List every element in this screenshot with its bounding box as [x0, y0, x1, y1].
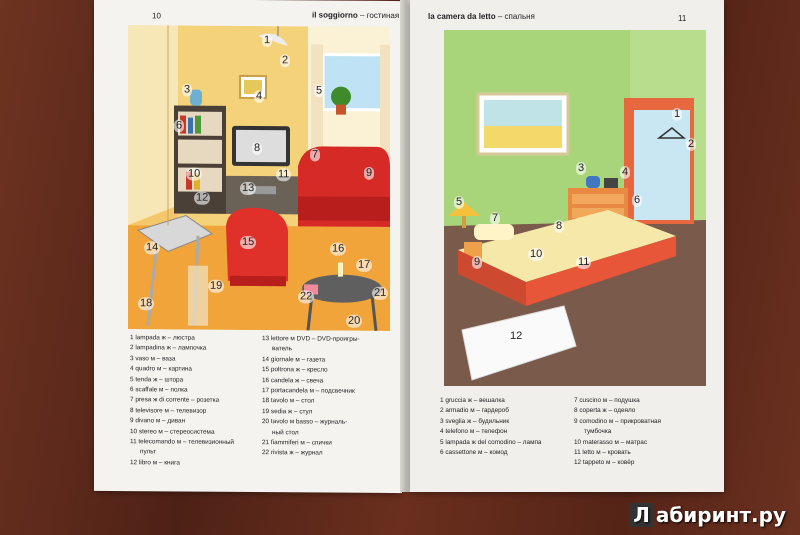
living-room-label: 19	[208, 279, 225, 293]
living-room-label: 5	[314, 84, 325, 98]
living-room-label: 16	[330, 242, 347, 256]
legend-entry: 20 tavolo м basso – журналь-	[262, 418, 348, 426]
living-room-label: 21	[372, 286, 389, 300]
bedroom-label: 4	[620, 166, 631, 179]
right-page-title: la camera da letto – спальня	[428, 12, 535, 21]
legend-entry: 12 tappeto м – ковёр	[574, 459, 635, 467]
legend-entry: 18 tavolo м – стол	[262, 397, 315, 405]
living-room-label: 12	[194, 191, 211, 205]
bedroom-label: 1	[672, 108, 683, 121]
living-room-label: 2	[280, 54, 291, 68]
legend-entry: 22 rivista ж – журнал	[262, 449, 323, 457]
bedroom-label: 2	[686, 138, 697, 151]
legend-entry: пульт	[140, 448, 157, 456]
living-room-label: 3	[182, 83, 193, 97]
living-room-label: 7	[310, 148, 321, 162]
bedroom-label: 5	[454, 196, 465, 209]
legend-entry: 15 poltrona ж – кресло	[262, 366, 328, 374]
labirint-logo: Л	[629, 503, 654, 527]
legend-entry: 6 cassettone м – комод	[440, 449, 508, 457]
legend-entry: 10 materasso м – матрас	[574, 438, 648, 446]
left-page-title: il soggiorno – гостиная	[312, 10, 400, 21]
legend-entry: 4 telefono м – телефон	[440, 428, 508, 436]
bedroom-illustration	[444, 30, 706, 386]
legend-entry: 2 armadio м – гардероб	[440, 407, 509, 415]
living-room-label: 14	[144, 241, 161, 255]
living-room-label: 8	[252, 142, 263, 156]
living-room-label: 4	[254, 90, 265, 104]
bedroom-label: 7	[490, 212, 501, 225]
book-spine	[400, 0, 412, 492]
bedroom-label: 6	[632, 194, 643, 207]
legend-entry: 7 presa ж di corrente – розетка	[130, 396, 220, 405]
living-room-label: 11	[276, 168, 292, 182]
bedroom-label: 12	[508, 330, 525, 343]
bedroom-label: 9	[472, 256, 483, 269]
living-room-label: 20	[346, 314, 363, 328]
bedroom-label: 8	[554, 220, 565, 233]
living-room-illustration	[128, 25, 390, 331]
open-phrasebook: 10 il soggiorno – гостиная	[88, 0, 730, 500]
legend-entry: ватель	[272, 345, 292, 353]
legend-entry: тумбочка	[584, 428, 612, 436]
living-room-label: 18	[138, 297, 155, 311]
legend-entry: 9 comodino м – прикроватная	[574, 417, 662, 425]
living-room-label: 10	[186, 167, 203, 181]
living-room-label: 6	[174, 119, 185, 133]
living-room-label: 1	[262, 34, 273, 48]
living-room-label: 9	[364, 166, 375, 180]
right-legend-column-2: 7 cuscino м – подушка 8 coperta ж – одея…	[574, 396, 706, 469]
living-room-label: 15	[240, 235, 257, 250]
right-page: la camera da letto – спальня 11	[410, 0, 724, 492]
living-room-label: 22	[298, 290, 315, 304]
right-page-number: 11	[678, 14, 687, 23]
living-room-label: 17	[356, 258, 373, 272]
left-page: 10 il soggiorno – гостиная	[94, 0, 402, 494]
legend-entry: 9 divano м – диван	[130, 417, 186, 425]
bedroom-label: 11	[576, 256, 592, 269]
living-room-label: 13	[240, 181, 257, 196]
left-legend-column-2: 13 lettore м DVD – DVD-проигры- ватель 1…	[262, 334, 390, 460]
legend-entry: 11 letto м – кровать	[574, 449, 631, 457]
legend-entry: 5 lampada ж del comodino – лампа	[440, 438, 542, 446]
left-legend-column-1: 1 lampada ж – люстра 2 lampadina ж – лам…	[130, 333, 258, 469]
legend-entry: 7 cuscino м – подушка	[574, 397, 640, 404]
legend-entry: 1 gruccia ж – вешалка	[440, 397, 505, 404]
legend-entry: 12 libro м – книга	[130, 459, 180, 467]
legend-entry: 4 quadro м – картина	[130, 365, 192, 373]
legend-entry: 8 coperta ж – одеяло	[574, 407, 636, 415]
legend-entry: 2 lampadina ж – лампочка	[130, 344, 207, 353]
bedroom-label: 10	[528, 248, 545, 261]
left-page-number: 10	[152, 11, 161, 21]
right-legend-column-1: 1 gruccia ж – вешалка 2 armadio м – гард…	[440, 396, 572, 458]
bedroom-label: 3	[576, 162, 587, 175]
legend-entry: 3 sveglia ж – будильник	[440, 417, 510, 425]
